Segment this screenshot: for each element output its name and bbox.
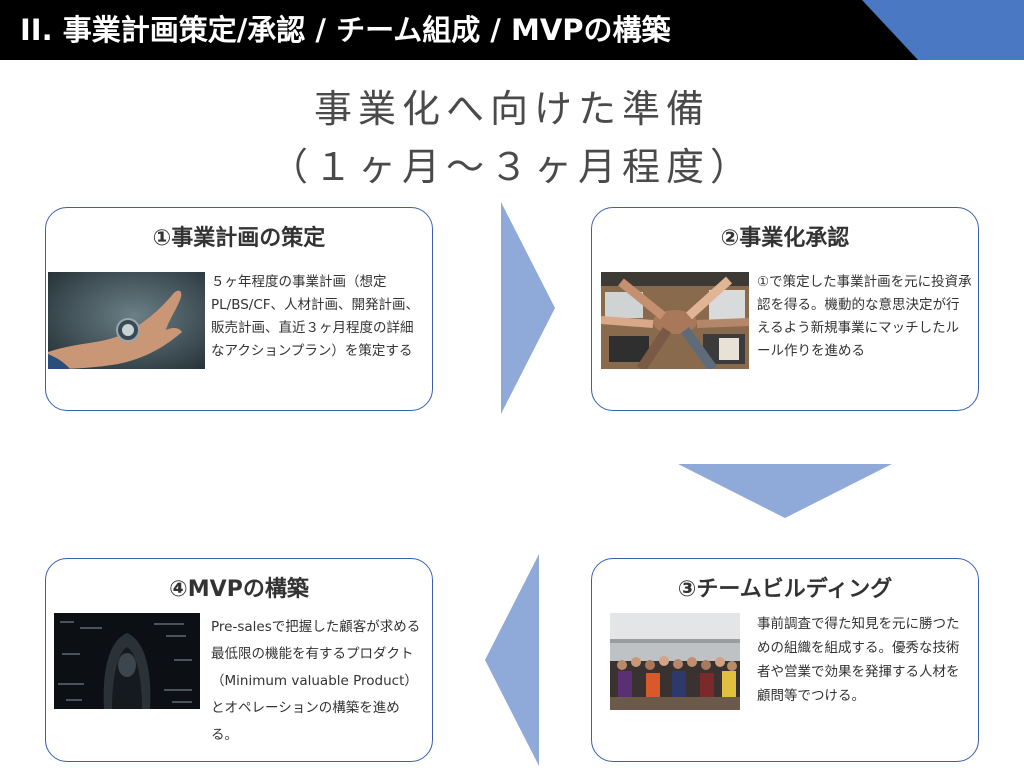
section-heading: 事業化へ向けた準備 [0, 78, 1024, 133]
team-fist-bump-photo [601, 272, 749, 369]
hooded-figure-code-photo [54, 613, 200, 709]
step-card-team-building: ③チームビルディング 事前調査で得た知見を元に勝つための組織を組成する。優秀な技… [591, 558, 979, 762]
arrow-left-icon [483, 552, 541, 768]
card-description: Pre-salesで把握した顧客が求める最低限の機能を有するプロダクト（Mini… [211, 614, 426, 749]
team-group-photo [610, 613, 740, 710]
card-title: ①事業計画の策定 [46, 220, 432, 252]
section-duration: （１ヶ月〜３ヶ月程度） [0, 136, 1024, 191]
compass-in-hand-photo [48, 272, 205, 369]
arrow-down-icon [676, 462, 894, 520]
step-card-mvp: ④MVPの構築 Pre-salesで把握した顧客が求める最低限の機能を有するプロ… [45, 558, 433, 762]
card-title: ④MVPの構築 [46, 571, 432, 603]
header-bar: II. 事業計画策定/承認 / チーム組成 / MVPの構築 [0, 0, 1024, 60]
card-description: ①で策定した事業計画を元に投資承認を得る。機動的な意思決定が行えるよう新規事業に… [757, 271, 972, 363]
card-description: ５ヶ年程度の事業計画（想定PL/BS/CF、人材計画、開発計画、販売計画、直近３… [211, 271, 426, 363]
step-card-business-plan: ①事業計画の策定 ５ヶ年程度の事業計画（想定PL/BS/CF、人材計画、開発計画… [45, 207, 433, 411]
arrow-right-icon [499, 200, 557, 416]
page-title: II. 事業計画策定/承認 / チーム組成 / MVPの構築 [20, 10, 671, 50]
card-description: 事前調査で得た知見を元に勝つための組織を組成する。優秀な技術者や営業で効果を発揮… [757, 612, 972, 708]
card-title: ②事業化承認 [592, 220, 978, 252]
card-title: ③チームビルディング [592, 571, 978, 603]
step-card-approval: ②事業化承認 ①で策定した事業計画を元に投資承認を得る。機動的な意思決定が行える… [591, 207, 979, 411]
